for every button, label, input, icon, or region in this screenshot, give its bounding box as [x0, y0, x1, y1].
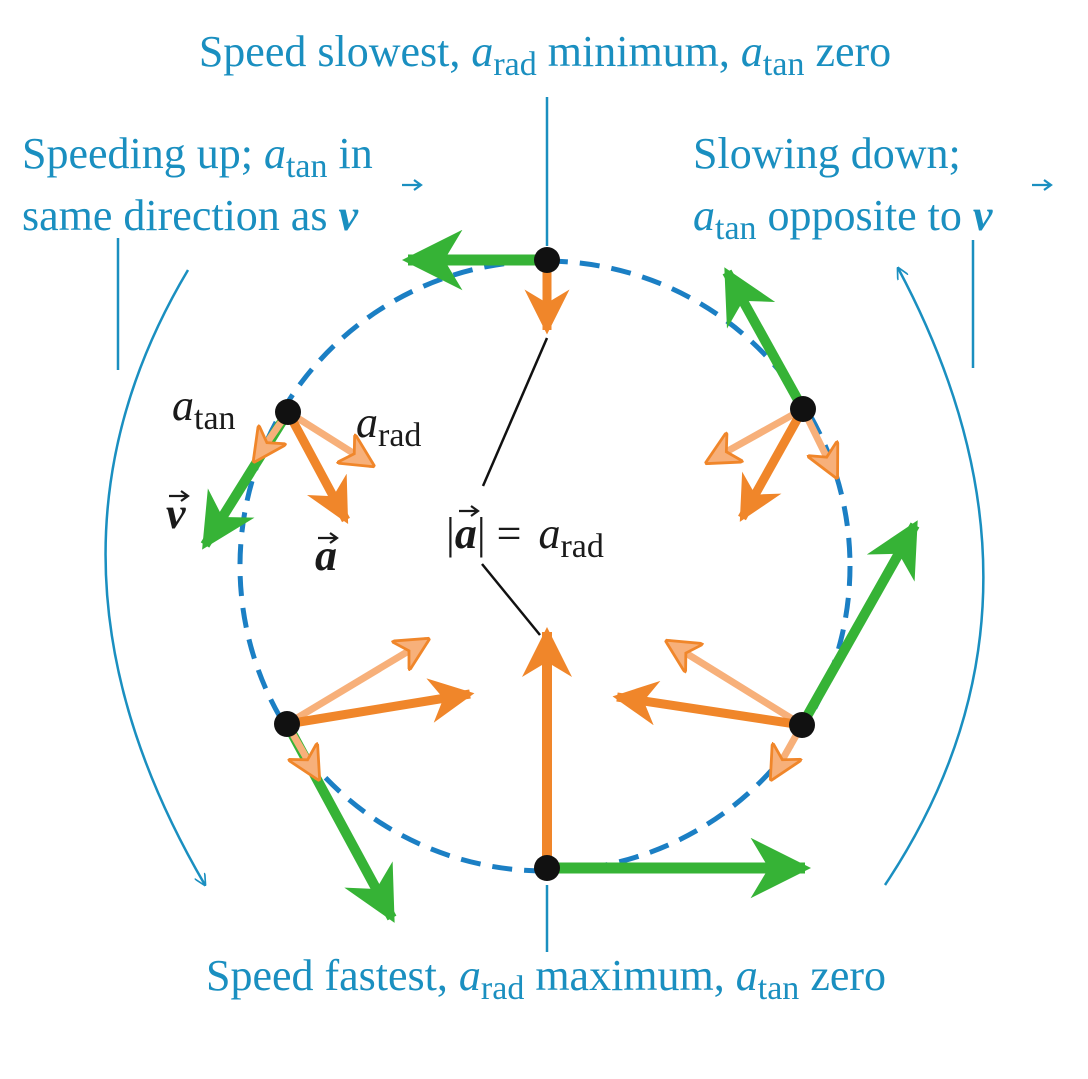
- center-formula: |a| = arad: [446, 509, 604, 565]
- caption-left-line2: same direction as v: [22, 191, 358, 240]
- circular-path: [237, 258, 853, 874]
- text-labels-a-rad-sub: rad: [378, 417, 421, 454]
- text-captions-right-line2-b: opposite to: [757, 191, 973, 240]
- caption-top: Speed slowest, arad minimum, atan zero: [199, 27, 891, 83]
- text-labels-center-formula-sub: rad: [560, 528, 603, 565]
- caption-right-line1: Slowing down;: [693, 129, 961, 178]
- label-v-arrow-accent: [169, 490, 190, 502]
- text-captions-left-line1-a: Speeding up;: [22, 129, 264, 178]
- label-a-arrow-accent: [318, 532, 339, 544]
- point-upper-right: [790, 396, 816, 422]
- point-lower-left: [274, 711, 300, 737]
- text-labels-a-tan-sub: tan: [194, 400, 236, 437]
- text-captions-right-line2-sym: a: [693, 191, 715, 240]
- text-captions-top-b: minimum,: [537, 27, 741, 76]
- point-bottom: [534, 855, 560, 881]
- text-captions-bottom-b: maximum,: [524, 951, 735, 1000]
- caption-left-line1: Speeding up; atan in: [22, 129, 373, 185]
- text-labels-a-rad-sym: a: [356, 398, 378, 447]
- text-captions-top-a: Speed slowest,: [199, 27, 472, 76]
- acceleration-arrow-upper-left: [284, 409, 350, 524]
- radial-component-upper-right: [708, 405, 805, 462]
- left-motion-arc-arrow: [104, 269, 205, 885]
- formula-pointer-upper: [481, 337, 549, 487]
- point-upper-left: [275, 399, 301, 425]
- label-a-rad: arad: [356, 398, 421, 454]
- text-captions-top-c: zero: [804, 27, 891, 76]
- vector-v-symbol: v: [338, 191, 358, 240]
- text-captions-top-sub2: tan: [763, 46, 805, 83]
- text-captions-left-line1-b: in: [328, 129, 373, 178]
- radial-component-lower-right: [668, 642, 804, 728]
- velocity-arrow-upper-right: [722, 267, 808, 412]
- label-a-tan: atan: [172, 381, 236, 437]
- text-labels-center-formula-bar-close: |: [477, 509, 486, 558]
- text-labels-center-formula-sym: a: [538, 509, 560, 558]
- acceleration-arrow-lower-left: [286, 678, 475, 729]
- right-motion-arc-arrow: [883, 268, 985, 886]
- text-captions-top-sym2: a: [741, 27, 763, 76]
- point-lower-right: [789, 712, 815, 738]
- text-labels-a-tan-sym: a: [172, 381, 194, 430]
- point-top: [534, 247, 560, 273]
- text-captions-bottom-sym1: a: [459, 951, 481, 1000]
- vector-arrow-accent-right: [1032, 179, 1053, 191]
- text-captions-top-sym1: a: [471, 27, 493, 76]
- text-captions-right-line1-a: Slowing down;: [693, 129, 961, 178]
- text-captions-bottom-a: Speed fastest,: [206, 951, 459, 1000]
- radial-component-lower-left: [285, 640, 427, 728]
- label-v: v: [166, 489, 186, 538]
- formula-arrow-accent: [459, 505, 480, 517]
- text-captions-top-sub1: rad: [493, 46, 536, 83]
- text-labels-center-formula-eq: =: [486, 509, 533, 558]
- text-labels-center-formula-vec: a: [455, 509, 477, 558]
- vector-v-symbol: v: [973, 191, 993, 240]
- acceleration-arrow-lower-right: [612, 680, 803, 730]
- formula-pointer-lower: [481, 563, 541, 636]
- caption-right-line2: atan opposite to v: [693, 191, 993, 247]
- velocity-arrow-lower-right: [797, 520, 920, 728]
- text-captions-left-line1-sym: a: [264, 129, 286, 178]
- text-captions-bottom-sub2: tan: [758, 970, 800, 1007]
- text-captions-bottom-sym2: a: [736, 951, 758, 1000]
- text-captions-left-line2-a: same direction as: [22, 191, 338, 240]
- radial-component-upper-left: [286, 409, 372, 465]
- text-captions-bottom-sub1: rad: [481, 970, 524, 1007]
- caption-bottom: Speed fastest, arad maximum, atan zero: [206, 951, 886, 1007]
- text-captions-left-line1-sub: tan: [286, 148, 328, 185]
- acceleration-arrow-upper-right: [738, 406, 807, 522]
- text-captions-bottom-c: zero: [799, 951, 886, 1000]
- text-labels-center-formula-bar-open: |: [446, 509, 455, 558]
- text-captions-right-line2-sub: tan: [715, 210, 757, 247]
- vector-arrow-accent-left: [402, 179, 423, 191]
